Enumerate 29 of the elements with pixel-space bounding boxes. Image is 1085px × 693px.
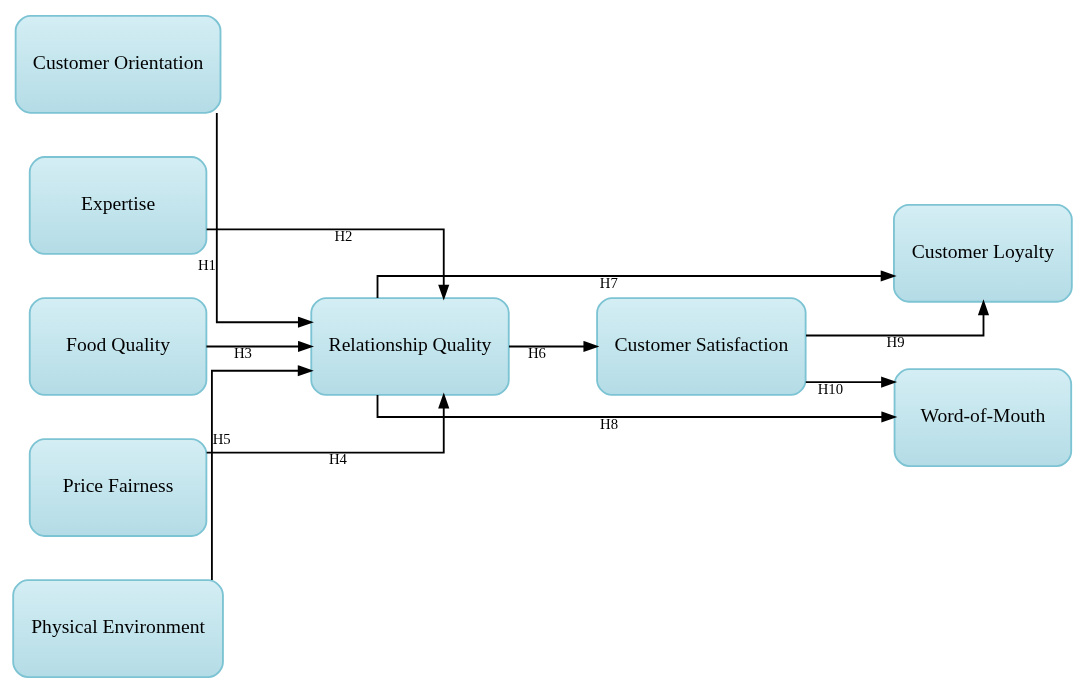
node-box: Relationship Quality — [310, 297, 510, 396]
edge-label: H2 — [334, 228, 353, 245]
arrow — [211, 365, 314, 582]
edge-label: H3 — [233, 345, 252, 362]
edge-label: H10 — [817, 380, 844, 397]
arrow — [205, 228, 450, 301]
edge-label: H9 — [886, 334, 905, 351]
node-box: Word-of-Mouth — [893, 368, 1073, 468]
node-box: Price Fairness — [28, 438, 208, 537]
arrow — [376, 270, 897, 299]
arrow — [205, 340, 314, 353]
edge-label: H1 — [198, 257, 216, 274]
node-box: Customer Satisfaction — [596, 297, 807, 396]
arrow — [804, 376, 898, 388]
node-box: Expertise — [28, 156, 208, 255]
node-box: Customer Loyalty — [893, 203, 1073, 303]
edge-label: H5 — [212, 430, 231, 447]
arrow — [205, 392, 450, 454]
edge-label: H7 — [599, 274, 618, 291]
arrow — [805, 299, 990, 337]
node-box: Customer Orientation — [14, 15, 222, 114]
edge-label: H4 — [328, 451, 347, 468]
edge-label: H8 — [600, 415, 619, 432]
edge-label: H6 — [527, 345, 546, 362]
arrow — [508, 340, 600, 353]
arrow — [215, 111, 314, 328]
node-box: Food Quality — [28, 297, 208, 396]
arrow — [376, 394, 898, 423]
node-box: Physical Environment — [12, 579, 224, 678]
